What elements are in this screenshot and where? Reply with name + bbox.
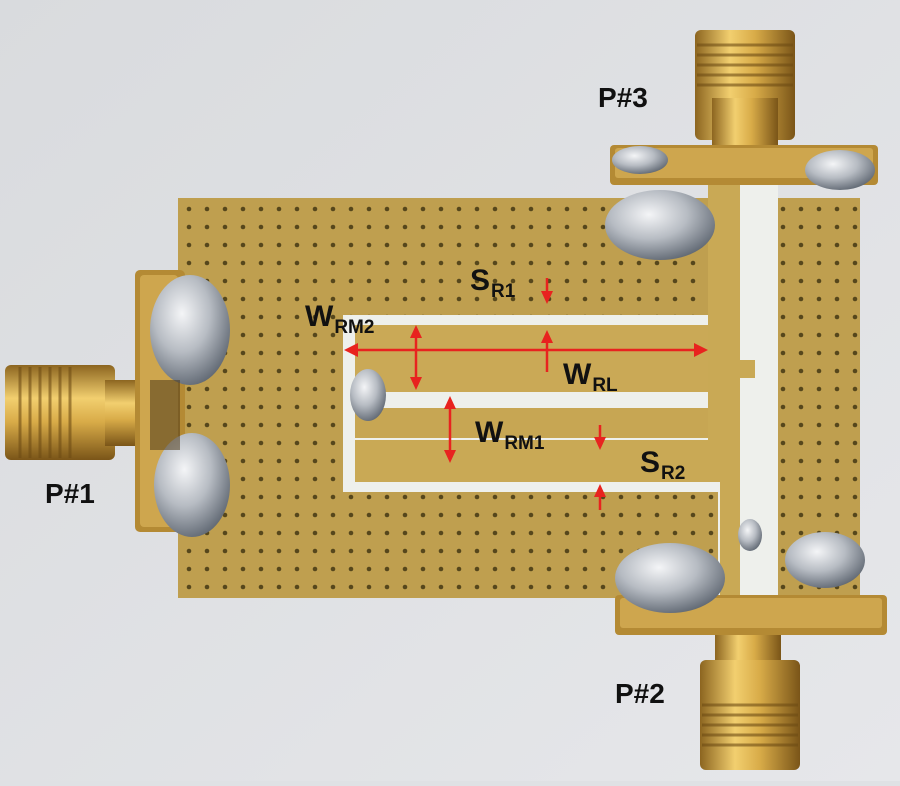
label-wrl: WRL — [563, 358, 618, 396]
port-label-p3: P#3 — [598, 82, 648, 113]
flange-p3 — [605, 145, 878, 260]
label-wrl-sub: RL — [592, 375, 618, 396]
port-label-p2: P#2 — [615, 678, 665, 709]
port-label-p1: P#1 — [45, 478, 95, 509]
label-sr1-sub: R1 — [491, 281, 516, 302]
flange-p2 — [615, 519, 887, 635]
label-wrl-main: W — [563, 358, 592, 391]
label-sr1-main: S — [470, 264, 491, 297]
label-wrm1-sub: RM1 — [504, 433, 545, 454]
connector-p3 — [695, 30, 795, 158]
label-sr2-main: S — [640, 446, 661, 479]
label-sr2-sub: R2 — [661, 463, 686, 484]
label-wrm2-main: W — [305, 300, 334, 333]
label-wrm1-main: W — [475, 416, 504, 449]
label-wrm1: WRM1 — [475, 416, 545, 454]
label-wrm2-sub: RM2 — [334, 317, 375, 338]
flange-p1 — [135, 270, 386, 537]
label-sr2: SR2 — [640, 446, 686, 484]
label-sr1: SR1 — [470, 264, 516, 302]
label-wrm2: WRM2 — [305, 300, 375, 338]
dimension-arrows — [344, 278, 708, 510]
